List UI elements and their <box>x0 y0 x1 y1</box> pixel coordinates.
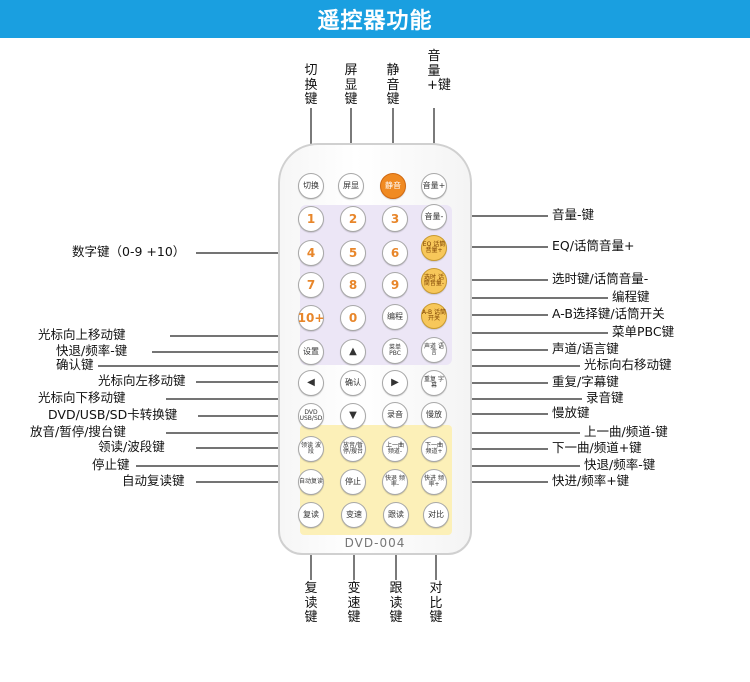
next-track-button[interactable]: 下一曲 频道+ <box>421 436 447 462</box>
label-record: 录音键 <box>586 390 624 405</box>
ab-button[interactable]: A-B 话筒开关 <box>421 303 447 329</box>
speed-button[interactable]: 变速 <box>341 502 367 528</box>
volume-down-button[interactable]: 音量- <box>421 204 447 230</box>
setup-button[interactable]: 设置 <box>298 339 324 365</box>
auto-repeat-button[interactable]: 自动复读 <box>298 469 324 495</box>
label-follow-read-key: 跟读键 <box>389 581 403 625</box>
label-cursor-right: 光标向右移动键 <box>584 357 672 372</box>
right-arrow-button[interactable]: ▶ <box>382 370 408 396</box>
label-audio-language: 声道/语言键 <box>552 341 619 356</box>
source-switch-button[interactable]: DVD USB/SD <box>298 403 324 429</box>
audio-language-button[interactable]: 声道 语言 <box>421 337 447 363</box>
label-speed-key: 变速键 <box>347 581 361 625</box>
eq-button[interactable]: EQ 话筒音量+ <box>421 235 447 261</box>
fast-forward-button[interactable]: 快进 频率+ <box>421 469 447 495</box>
label-cursor-up: 光标向上移动键 <box>38 327 126 342</box>
compare-button[interactable]: 对比 <box>423 502 449 528</box>
label-screen-key: 屏显键 <box>344 63 358 107</box>
label-source-switch: DVD/USB/SD卡转换键 <box>48 407 178 422</box>
previous-track-button[interactable]: 上一曲 频道- <box>382 436 408 462</box>
read-band-button[interactable]: 领读 波段 <box>298 436 324 462</box>
digit-5-button[interactable]: 5 <box>340 240 366 266</box>
follow-read-button[interactable]: 跟读 <box>383 502 409 528</box>
repeat-subtitle-button[interactable]: 重复 字幕 <box>421 370 447 396</box>
digit-4-button[interactable]: 4 <box>298 240 324 266</box>
label-play-pause: 放音/暂停/搜台键 <box>30 424 126 439</box>
label-cursor-left: 光标向左移动键 <box>98 373 186 388</box>
digit-3-button[interactable]: 3 <box>382 206 408 232</box>
digit-10plus-button[interactable]: 10+ <box>298 305 324 331</box>
program-button[interactable]: 编程 <box>382 304 408 330</box>
record-button[interactable]: 录音 <box>382 402 408 428</box>
label-rewind-freq-top: 快退/频率-键 <box>56 343 128 358</box>
digit-6-button[interactable]: 6 <box>382 240 408 266</box>
label-rewind-freq: 快退/频率-键 <box>584 457 656 472</box>
digit-0-button[interactable]: 0 <box>340 305 366 331</box>
label-program: 编程键 <box>612 289 650 304</box>
rewind-button[interactable]: 快退 频率- <box>382 469 408 495</box>
down-arrow-button[interactable]: ▼ <box>340 403 366 429</box>
label-previous-track: 上一曲/频道-键 <box>584 424 668 439</box>
label-read-band: 领读/波段键 <box>98 439 165 454</box>
screen-display-button[interactable]: 屏显 <box>338 173 364 199</box>
model-name: DVD-004 <box>344 536 406 550</box>
mute-button[interactable]: 静音 <box>380 173 406 199</box>
label-cursor-down: 光标向下移动键 <box>38 390 126 405</box>
label-compare-key: 对比键 <box>429 581 443 625</box>
repeat-read-button[interactable]: 复读 <box>298 502 324 528</box>
label-eq: EQ/话筒音量+ <box>552 238 635 253</box>
label-menu-pbc: 菜单PBC键 <box>612 324 675 339</box>
label-volume-up-key: 音量+键 <box>427 49 451 93</box>
digit-2-button[interactable]: 2 <box>340 206 366 232</box>
label-repeat-read-key: 复读键 <box>304 581 318 625</box>
label-stop: 停止键 <box>92 457 130 472</box>
digit-9-button[interactable]: 9 <box>382 272 408 298</box>
digit-1-button[interactable]: 1 <box>298 206 324 232</box>
digit-7-button[interactable]: 7 <box>298 272 324 298</box>
label-switch-key: 切换键 <box>304 63 318 107</box>
digit-8-button[interactable]: 8 <box>340 272 366 298</box>
label-ab: A-B选择键/话筒开关 <box>552 306 665 321</box>
label-next-track: 下一曲/频道+键 <box>552 440 642 455</box>
menu-pbc-button[interactable]: 菜单 PBC <box>382 338 408 364</box>
label-slow-play: 慢放键 <box>552 405 590 420</box>
page-title: 遥控器功能 <box>0 0 750 38</box>
up-arrow-button[interactable]: ▲ <box>340 339 366 365</box>
select-time-button[interactable]: 选时 话筒音量- <box>421 268 447 294</box>
label-fast-forward: 快进/频率+键 <box>552 473 630 488</box>
play-pause-button[interactable]: 放音/暂停/搜台 <box>340 436 366 462</box>
label-volume-down: 音量-键 <box>552 207 595 222</box>
label-number-keys: 数字键（0-9 +10） <box>72 244 186 259</box>
label-confirm: 确认键 <box>56 357 94 372</box>
volume-up-button[interactable]: 音量+ <box>421 173 447 199</box>
switch-button[interactable]: 切换 <box>298 173 324 199</box>
left-arrow-button[interactable]: ◀ <box>298 370 324 396</box>
slow-play-button[interactable]: 慢放 <box>421 402 447 428</box>
label-repeat-subtitle: 重复/字幕键 <box>552 374 619 389</box>
label-select-time: 选时键/话筒音量- <box>552 271 649 286</box>
stop-button[interactable]: 停止 <box>340 469 366 495</box>
label-mute-key: 静音键 <box>386 63 400 107</box>
label-auto-repeat: 自动复读键 <box>122 473 185 488</box>
confirm-button[interactable]: 确认 <box>340 370 366 396</box>
